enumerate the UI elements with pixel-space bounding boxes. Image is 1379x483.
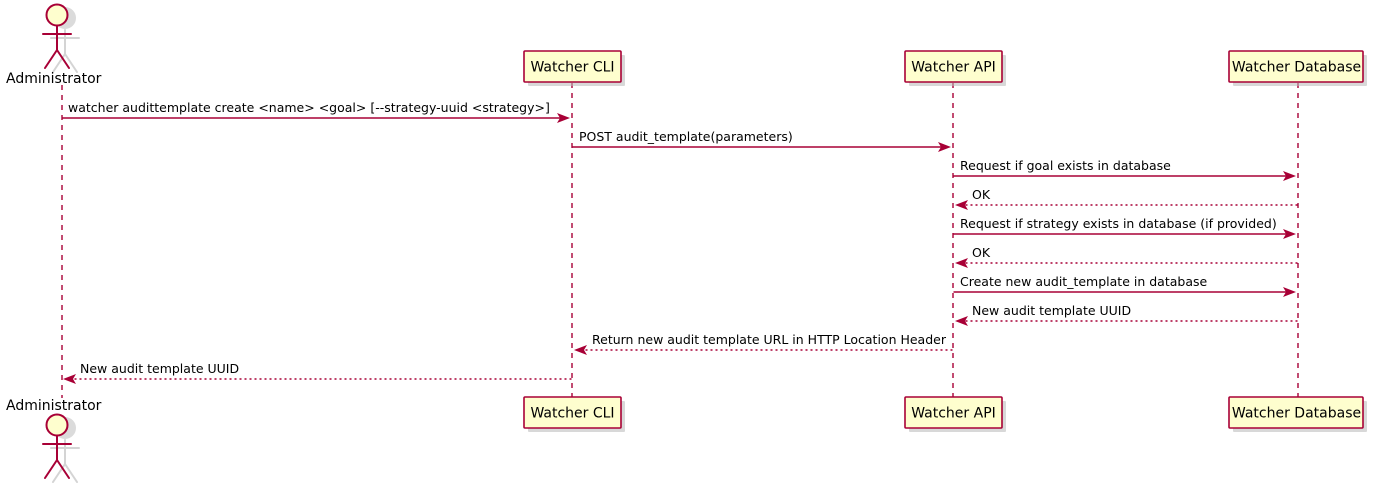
participant-watcher-cli-top[interactable]: Watcher CLI [523, 50, 625, 86]
message-5[interactable]: Request if strategy exists in database (… [953, 216, 1297, 239]
participant-box-watcher-api-top[interactable] [904, 50, 1003, 83]
message-7[interactable]: Create new audit_template in database [953, 274, 1297, 297]
message-label-2: POST audit_template(parameters) [579, 129, 793, 144]
message-10[interactable]: New audit template UUID [63, 361, 572, 384]
arrow-head-right [1283, 171, 1296, 181]
participant-label-watcher-database-top: Watcher Database [1232, 60, 1361, 76]
participant-watcher-database-bottom[interactable]: Watcher Database [1228, 396, 1367, 432]
message-label-10: New audit template UUID [80, 361, 239, 376]
arrow-head-right [1283, 287, 1296, 297]
message-1[interactable]: watcher audittemplate create <name> <goa… [62, 100, 571, 123]
actor-administrator-top[interactable]: Administrator [6, 3, 102, 88]
participant-label-watcher-api-bottom: Watcher API [911, 406, 996, 422]
arrow-head-right [1283, 229, 1296, 239]
participant-box-watcher-cli-top[interactable] [523, 50, 622, 83]
participant-box-watcher-database-bottom[interactable] [1228, 396, 1364, 429]
actor-legs-icon [44, 459, 70, 479]
actor-legs-icon [44, 49, 70, 69]
message-label-1: watcher audittemplate create <name> <goa… [68, 100, 550, 115]
message-8[interactable]: New audit template UUID [955, 303, 1298, 326]
message-label-8: New audit template UUID [972, 303, 1131, 318]
participant-watcher-api-top[interactable]: Watcher API [904, 50, 1006, 86]
participant-watcher-cli-bottom[interactable]: Watcher CLI [523, 396, 625, 432]
participant-label-watcher-cli-bottom: Watcher CLI [530, 406, 614, 422]
lifelines [61, 83, 1299, 398]
message-label-5: Request if strategy exists in database (… [960, 216, 1277, 231]
actor-administrator-bottom[interactable]: Administrator [6, 398, 102, 483]
arrow-head-left [955, 316, 968, 326]
actor-head-icon [45, 3, 69, 27]
actor-label-administrator-bottom: Administrator [6, 398, 102, 414]
message-label-4: OK [972, 187, 991, 202]
arrow-head-left [955, 200, 968, 210]
arrow-head-left [63, 374, 76, 384]
arrow-head-left [955, 258, 968, 268]
message-4[interactable]: OK [955, 187, 1298, 210]
participant-label-watcher-api-top: Watcher API [911, 60, 996, 76]
participant-box-watcher-database-top[interactable] [1228, 50, 1364, 83]
participant-box-watcher-cli-bottom[interactable] [523, 396, 622, 429]
message-3[interactable]: Request if goal exists in database [953, 158, 1297, 181]
message-6[interactable]: OK [955, 245, 1298, 268]
participant-watcher-api-bottom[interactable]: Watcher API [904, 396, 1006, 432]
actor-label-administrator-top: Administrator [6, 71, 102, 87]
participant-box-watcher-api-bottom[interactable] [904, 396, 1003, 429]
participant-label-watcher-cli-top: Watcher CLI [530, 60, 614, 76]
message-label-3: Request if goal exists in database [960, 158, 1171, 173]
message-9[interactable]: Return new audit template URL in HTTP Lo… [574, 332, 953, 355]
message-label-6: OK [972, 245, 991, 260]
message-label-9: Return new audit template URL in HTTP Lo… [592, 332, 947, 347]
arrow-head-left [574, 345, 587, 355]
message-label-7: Create new audit_template in database [960, 274, 1207, 289]
actor-head-icon [45, 413, 69, 437]
participant-watcher-database-top[interactable]: Watcher Database [1228, 50, 1367, 86]
arrow-head-right [557, 113, 570, 123]
participant-label-watcher-database-bottom: Watcher Database [1232, 406, 1361, 422]
message-2[interactable]: POST audit_template(parameters) [572, 129, 952, 152]
arrow-head-right [938, 142, 951, 152]
